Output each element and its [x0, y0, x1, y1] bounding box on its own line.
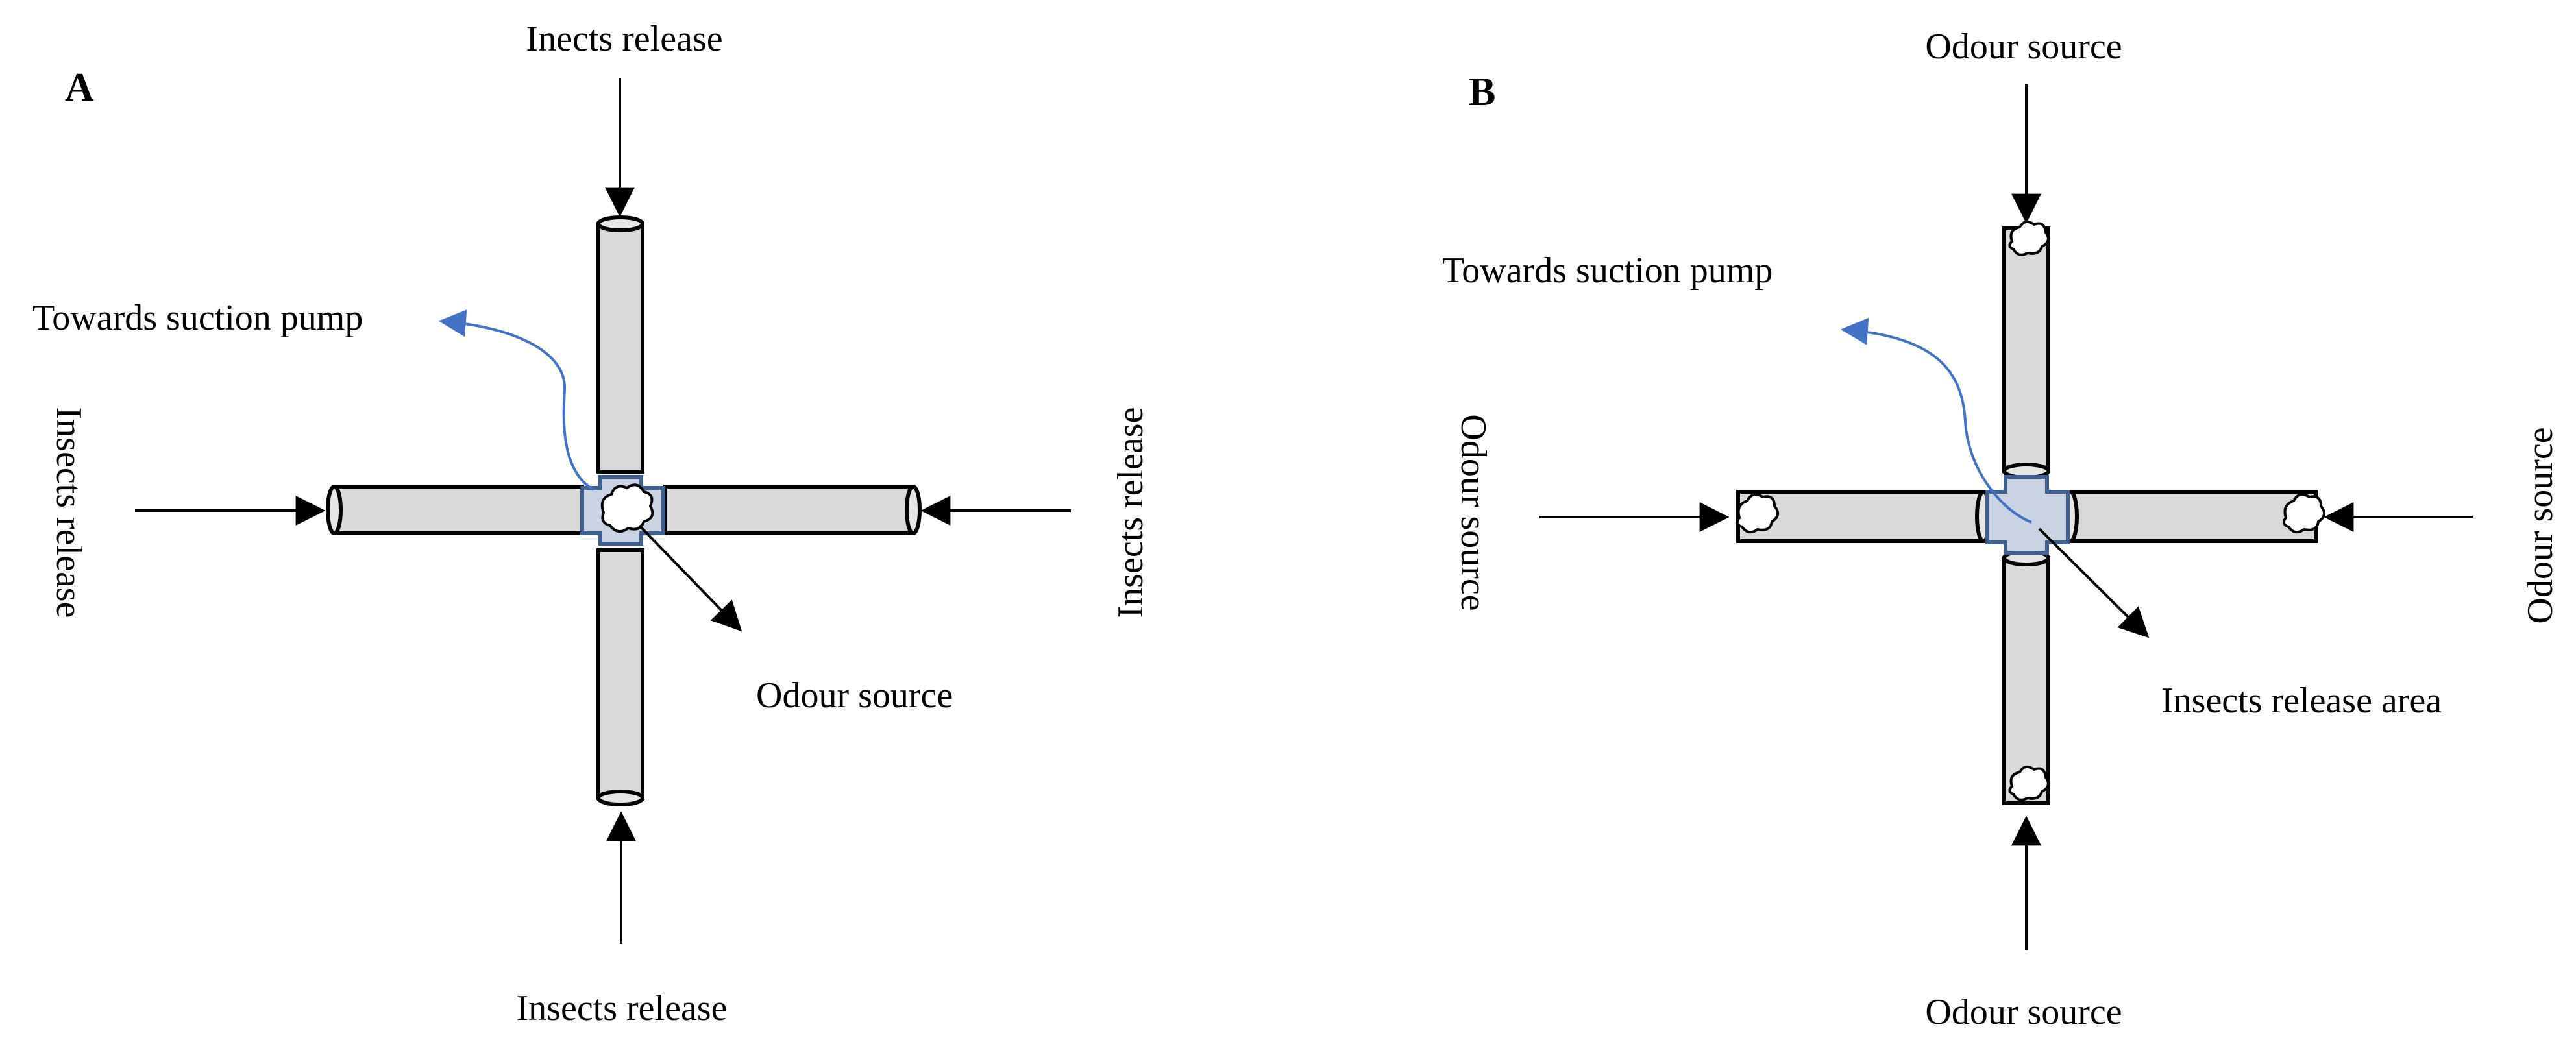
panel-b-tube-top: [2002, 220, 2050, 479]
panel-a-right-label: Insects release: [1110, 407, 1151, 618]
panel-b-letter: B: [1469, 70, 1495, 114]
panel-b-center-hub: [1985, 475, 2070, 555]
panel-b-left-label: Odour source: [1453, 414, 1493, 611]
panel-b-bottom-label: Odour source: [1925, 992, 2122, 1032]
panel-a-letter: A: [65, 66, 94, 110]
panel-a-center-arrow: [638, 524, 742, 632]
panel-b-tube-right: [2062, 490, 2326, 543]
panel-a-tube-right: [663, 485, 922, 535]
panel-b-center-arrow: [2038, 527, 2150, 638]
panel-b-tube-bottom: [2002, 550, 2050, 805]
panel-a-top-label: Inects release: [526, 19, 722, 59]
panel-a-bottom-label: Insects release: [517, 988, 728, 1028]
panel-a-tube-left: [326, 485, 584, 535]
panel-b-top-label: Odour source: [1925, 27, 2122, 67]
panel-a-tube-bottom: [596, 548, 644, 806]
panel-a-pump-label: Towards suction pump: [32, 298, 363, 338]
panel-b: B Odour source Odour source Odour source…: [1442, 27, 2560, 1032]
panel-b-center-label: Insects release area: [2161, 681, 2442, 721]
panel-a-pump-arrow: [438, 309, 595, 491]
panel-b-right-label: Odour source: [2520, 427, 2560, 623]
panel-a-odour-cloud: [600, 483, 654, 533]
panel-a: A Inects release Insects release Insects…: [32, 19, 1151, 1028]
panel-b-pump-label: Towards suction pump: [1442, 250, 1773, 291]
panel-b-pump-arrow: [1840, 317, 2032, 524]
panel-a-left-label: Insects release: [49, 407, 89, 618]
panel-a-center-label: Odour source: [756, 675, 953, 716]
panel-a-tube-top: [596, 215, 644, 474]
panel-b-tube-left: [1736, 490, 1992, 543]
